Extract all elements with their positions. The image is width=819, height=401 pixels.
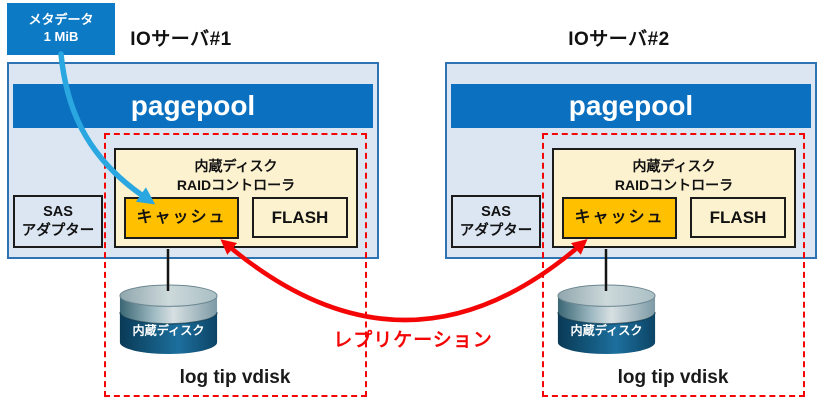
pagepool-bar-2: pagepool — [451, 84, 811, 128]
metadata-callout: メタデータ 1 MiB — [7, 3, 115, 55]
sas-line2: アダプター — [459, 222, 533, 239]
flash-box-1: FLASH — [252, 197, 348, 238]
cache-box-2: キャッシュ — [562, 197, 677, 239]
log-tip-vdisk-label-2: log tip vdisk — [617, 367, 729, 388]
cache-box-1: キャッシュ — [124, 197, 239, 239]
io-server-2-title: IOサーバ#2 — [568, 29, 670, 50]
io-server-2-group: IOサーバ#2 pagepool SAS アダプター 内蔵ディスク RAIDコン… — [438, 0, 819, 401]
io-server-1-title: IOサーバ#1 — [130, 29, 232, 50]
raid-line1: 内蔵ディスク — [632, 158, 716, 174]
sas-line1: SAS — [481, 203, 511, 220]
pagepool-bar-1: pagepool — [13, 84, 373, 128]
metadata-line1: メタデータ — [28, 12, 94, 28]
sas-adapter-box-1: SAS アダプター — [13, 195, 103, 248]
replication-label: レプリケーション — [333, 330, 493, 351]
flash-box-2: FLASH — [690, 197, 786, 238]
sas-line2: アダプター — [21, 222, 95, 239]
metadata-size: 1 MiB — [43, 29, 79, 44]
internal-disk-icon-2: 内蔵ディスク — [557, 284, 656, 354]
internal-disk-label-2: 内蔵ディスク — [571, 323, 643, 338]
log-tip-vdisk-label-1: log tip vdisk — [179, 367, 291, 388]
sas-line1: SAS — [43, 203, 73, 220]
internal-disk-icon-1: 内蔵ディスク — [119, 284, 218, 354]
raid-line1: 内蔵ディスク — [194, 158, 278, 174]
raid-line2: RAIDコントローラ — [176, 176, 296, 193]
sas-adapter-box-2: SAS アダプター — [451, 195, 541, 248]
raid-line2: RAIDコントローラ — [614, 176, 734, 193]
internal-disk-label-1: 内蔵ディスク — [133, 323, 205, 338]
io-server-1-group: IOサーバ#1 pagepool SAS アダプター 内蔵ディスク RAIDコン… — [0, 0, 381, 401]
